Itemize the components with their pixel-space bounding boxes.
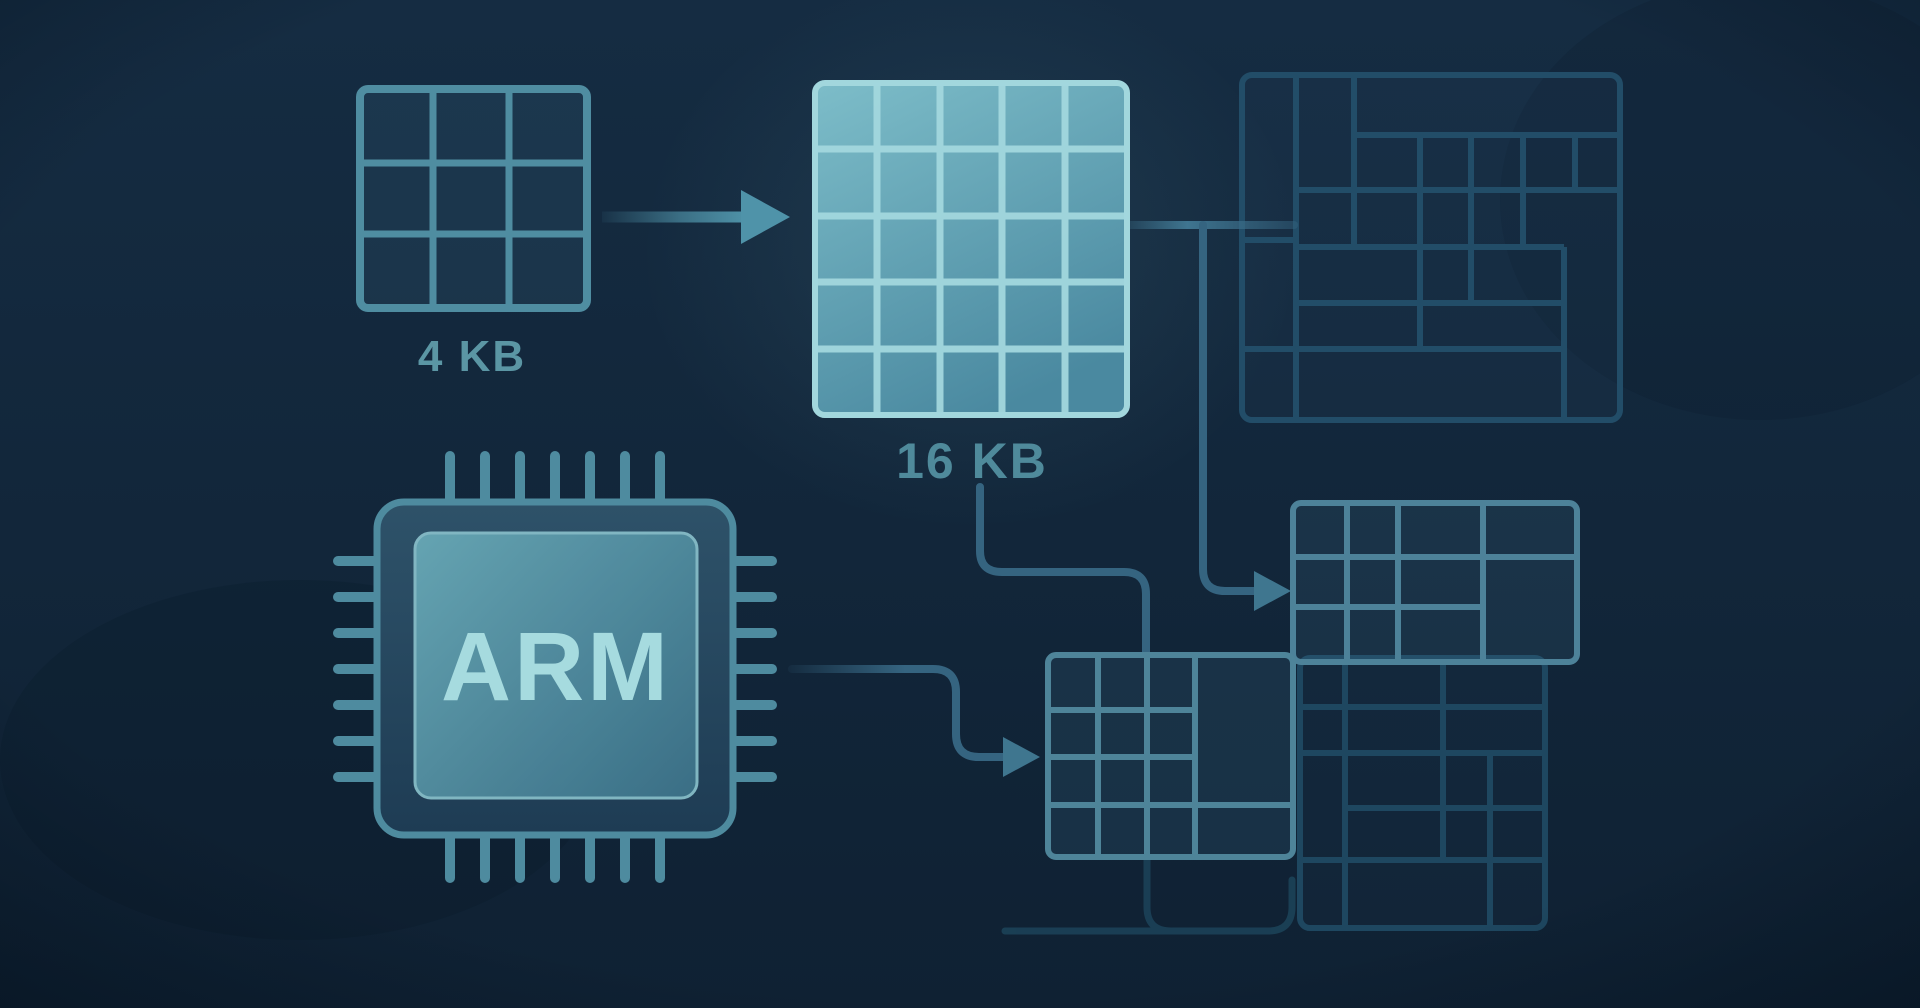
memory-pages-diagram: 4 KB 16 KB ARM bbox=[0, 0, 1920, 1008]
illustration-canvas: 4 KB 16 KB ARM bbox=[0, 0, 1920, 1008]
vignette-overlay bbox=[0, 0, 1920, 1008]
